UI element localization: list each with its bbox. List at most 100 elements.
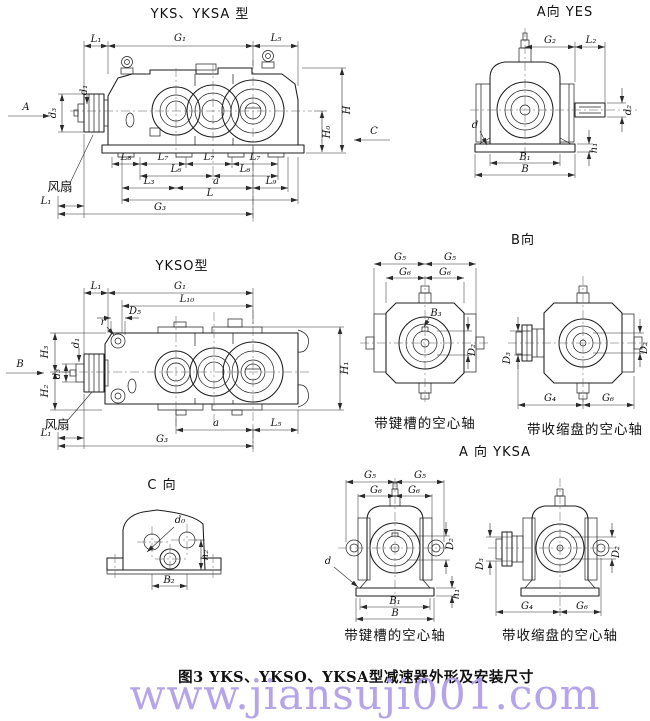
dim-d0: d₀ xyxy=(175,515,185,526)
arrow-label-a: A xyxy=(21,102,29,113)
view-title: A 向 YKSA xyxy=(459,444,531,460)
cooling-fan xyxy=(69,353,109,393)
dim-L5: L₅ xyxy=(270,418,282,429)
dim-G5-1: G₅ xyxy=(364,470,376,481)
dim-B1: B₁ xyxy=(388,596,400,607)
dim-L7-1: L₇ xyxy=(157,152,169,163)
dim-d2: d₂ xyxy=(623,105,634,115)
dim-d: d xyxy=(325,556,331,567)
dim-G5-2: G₅ xyxy=(414,470,426,481)
dim-H3: H₃ xyxy=(40,346,51,360)
dim-G6-2: G₆ xyxy=(439,267,451,278)
dim-G3: G₃ xyxy=(156,434,168,445)
view-a-yksa: A 向 YKSA xyxy=(320,440,650,655)
dim-d3: d₃ xyxy=(48,108,59,118)
yksa-keyway-caption: 带键槽的空心轴 xyxy=(344,628,446,644)
dim-G5-2: G₅ xyxy=(444,252,456,263)
dim-h1: h₁ xyxy=(451,589,462,599)
dim-G5-1: G₅ xyxy=(394,252,406,263)
housing-outline xyxy=(104,318,309,416)
dim-B2: B₂ xyxy=(162,575,174,586)
dim-L1-top: L₁ xyxy=(90,34,102,45)
dim-d1: d₁ xyxy=(71,338,82,348)
dim-L10: L₁₀ xyxy=(179,294,195,305)
dim-D2-right: D₂ xyxy=(639,342,650,355)
dim-G1: G₁ xyxy=(174,281,186,292)
dim-B1: B₁ xyxy=(518,152,530,163)
eye-bolts xyxy=(120,50,275,75)
dim-D2-left: D₂ xyxy=(467,344,478,357)
dim-d3: d₃ xyxy=(52,369,63,379)
figure-caption: 图3 YKS、YKSO、YKSA型减速器外形及安装尺寸 xyxy=(178,669,534,686)
dim-G4: G₄ xyxy=(521,601,533,612)
dimension-lines xyxy=(57,43,345,217)
dim-L6-1: L₆ xyxy=(170,164,182,175)
dim-h1: h₁ xyxy=(589,143,600,153)
dim-G4: G₄ xyxy=(544,393,556,404)
dim-L1-bottom: L₁ xyxy=(40,196,52,207)
view-title: YKS、YKSA 型 xyxy=(150,7,250,22)
dimension-lines xyxy=(52,290,343,449)
b-keyway-body xyxy=(360,276,490,402)
dim-L7-3: L₇ xyxy=(249,152,261,163)
extension-lines xyxy=(57,41,346,219)
dim-L2: L₂ xyxy=(585,35,597,46)
dim-G3: G₃ xyxy=(154,202,166,213)
view-title: B向 xyxy=(511,232,535,248)
dim-D2-right: D₂ xyxy=(611,546,622,559)
dim-L7-2: L₇ xyxy=(203,152,215,163)
center-lines xyxy=(62,310,312,452)
view-c: C 向 d₀ h₂ B₂ xyxy=(95,470,295,635)
b-shrink-body xyxy=(508,276,648,402)
fan-leader xyxy=(67,391,93,421)
dim-L5: L₅ xyxy=(270,33,282,44)
center-lines xyxy=(470,28,637,162)
dim-D3: D₃ xyxy=(502,352,513,365)
yksa-keyway-body xyxy=(338,478,454,608)
dim-L6-2: L₆ xyxy=(239,164,251,175)
b-keyway-caption: 带键槽的空心轴 xyxy=(374,416,476,432)
dim-H: H xyxy=(342,105,353,115)
dim-G2: G₂ xyxy=(544,35,556,46)
dim-B: B xyxy=(520,164,528,175)
dimension-lines xyxy=(474,44,625,178)
b-shrink-dims xyxy=(510,317,644,409)
dim-L1-bottom: L₁ xyxy=(40,428,52,439)
yksa-shrink-caption: 带收缩盘的空心轴 xyxy=(502,627,618,644)
fan-callout: 风扇 xyxy=(47,179,72,194)
b-shrink-caption: 带收缩盘的空心轴 xyxy=(527,421,643,438)
dim-h2: h₂ xyxy=(200,550,211,560)
fan-leader xyxy=(69,134,94,184)
dim-G1: G₁ xyxy=(174,33,186,44)
dim-a: a xyxy=(213,418,219,429)
dim-H1: H₁ xyxy=(340,362,351,376)
c-dims xyxy=(146,526,205,590)
extension-lines xyxy=(474,42,626,178)
dim-B: B xyxy=(390,608,398,619)
dim-D5: D₅ xyxy=(128,306,141,317)
arrow-label-b: B xyxy=(15,359,23,370)
view-ykso-side: YKSO型 xyxy=(0,240,365,462)
c-body xyxy=(106,509,222,582)
center-lines xyxy=(70,60,312,224)
dim-L: L xyxy=(206,188,214,199)
cooling-fan xyxy=(73,93,109,133)
dim-G6-right: G₆ xyxy=(602,393,614,404)
view-a-yes: A向 YES xyxy=(395,0,650,240)
yksa-shrink-dims xyxy=(486,523,616,616)
dim-G6-2: G₆ xyxy=(408,485,420,496)
dim-D2-left: D₂ xyxy=(445,538,456,551)
view-yks-side: YKS、YKSA 型 xyxy=(0,0,400,240)
view-title: YKSO型 xyxy=(155,259,209,274)
yksa-shrink-body xyxy=(488,478,620,608)
dim-d: d xyxy=(472,120,478,131)
view-title: C 向 xyxy=(147,477,176,493)
dim-L1-top: L₁ xyxy=(90,281,102,292)
b-keyway-dims xyxy=(373,261,477,369)
fan-callout: 风扇 xyxy=(44,417,69,432)
dim-H0: H₀ xyxy=(322,126,333,140)
dim-G6-1: G₆ xyxy=(399,267,411,278)
dim-a: a xyxy=(213,176,219,187)
view-b: B向 xyxy=(360,230,650,455)
